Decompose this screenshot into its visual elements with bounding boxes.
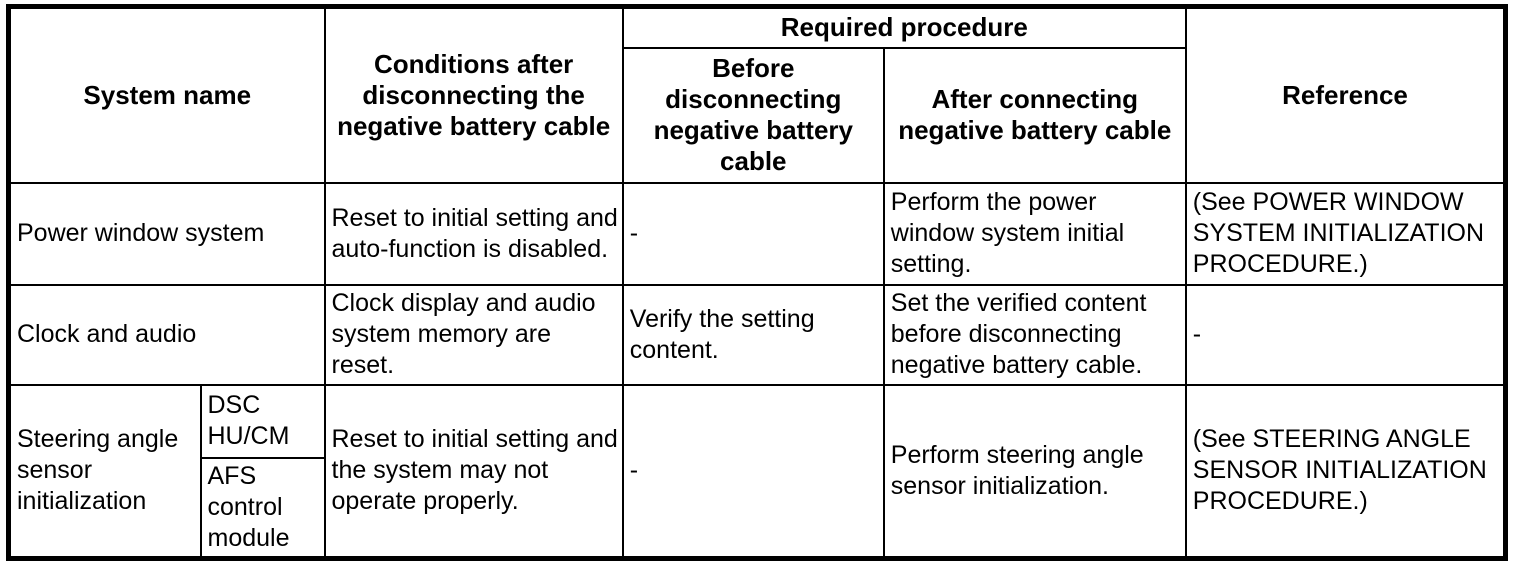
cell-reference: (See STEERING ANGLE SENSOR INITIALIZATIO… xyxy=(1184,383,1507,559)
cell-conditions: Reset to initial setting and auto-functi… xyxy=(323,181,624,286)
col-header-before-disconnecting: Before disconnecting negative battery ca… xyxy=(621,46,885,184)
cell-reference: - xyxy=(1184,283,1507,386)
cell-before: - xyxy=(621,383,885,559)
cell-conditions: Clock display and audio system memory ar… xyxy=(323,283,624,386)
cell-after: Perform the power window system initial … xyxy=(882,181,1187,286)
table-row-steering-angle-afs: AFS control module xyxy=(9,456,1506,559)
table-row-clock-audio: Clock and audio Clock display and audio … xyxy=(7,283,1507,386)
cell-subsystem-dsc: DSC HU/CM xyxy=(199,383,326,459)
col-header-after-connecting: After connecting negative battery cable xyxy=(882,46,1187,184)
cell-system-name: Power window system xyxy=(7,181,326,286)
cell-system-name: Clock and audio xyxy=(7,283,326,386)
cell-after: Perform steering angle sensor initializa… xyxy=(882,383,1187,559)
cell-conditions: Reset to initial setting and the system … xyxy=(323,383,624,559)
header-row-top: System name Conditions after disconnecti… xyxy=(7,5,1507,184)
battery-disconnect-procedure-table: System name Conditions after disconnecti… xyxy=(6,4,1509,561)
col-header-required-procedure: Required procedure xyxy=(621,5,1187,49)
col-header-conditions: Conditions after disconnecting the negat… xyxy=(323,5,624,184)
cell-system-name: Steering angle sensor initialization xyxy=(7,383,202,559)
col-header-reference: Reference xyxy=(1184,5,1507,184)
col-header-system-name: System name xyxy=(7,5,326,184)
cell-subsystem-afs: AFS control module xyxy=(199,456,326,559)
cell-after: Set the verified content before disconne… xyxy=(882,283,1187,386)
header-row-sub: Before disconnecting negative battery ca… xyxy=(9,46,1506,184)
cell-before: - xyxy=(621,181,885,286)
table-row-steering-angle: Steering angle sensor initialization DSC… xyxy=(7,383,1507,559)
table-row-power-window: Power window system Reset to initial set… xyxy=(7,181,1507,286)
cell-before: Verify the setting content. xyxy=(621,283,885,386)
cell-reference: (See POWER WINDOW SYSTEM INITIALIZATION … xyxy=(1184,181,1507,286)
